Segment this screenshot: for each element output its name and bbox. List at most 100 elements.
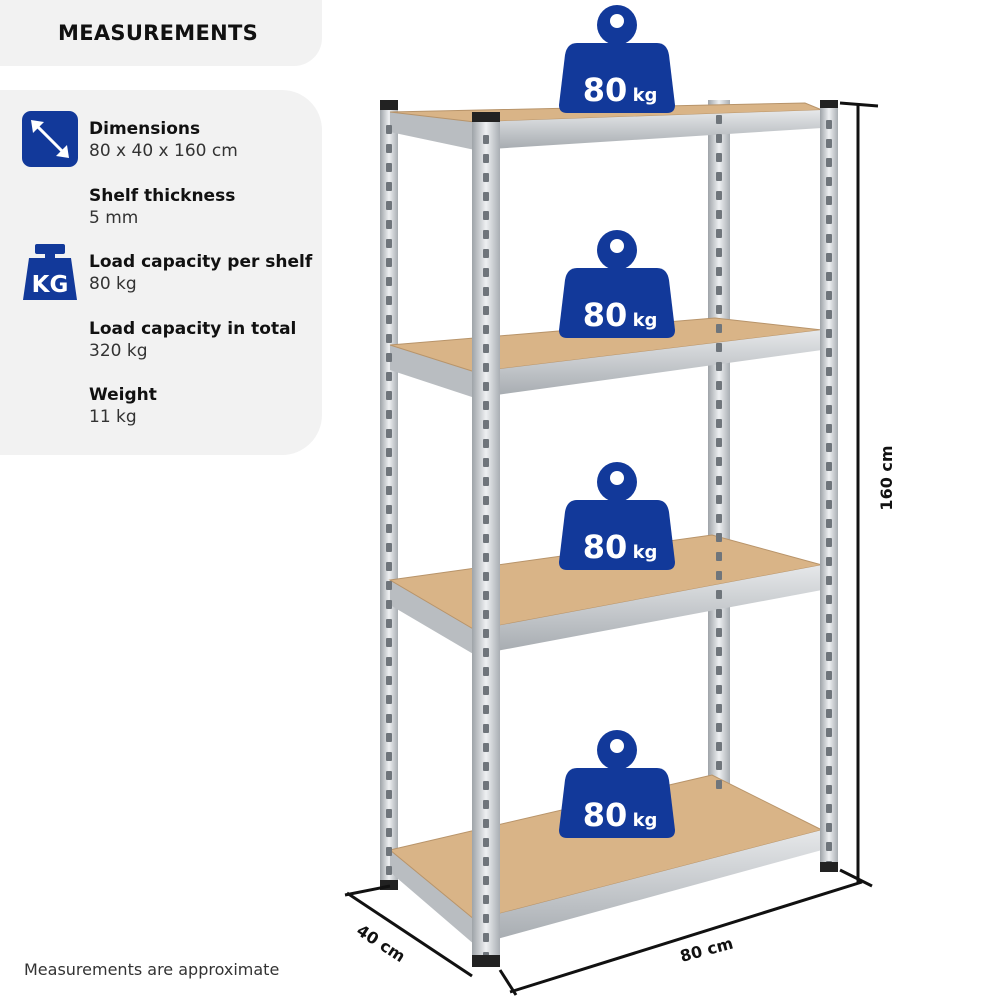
post-hole xyxy=(483,477,489,486)
post-hole xyxy=(826,576,832,585)
post-hole xyxy=(716,495,722,504)
post-hole xyxy=(483,420,489,429)
spec-value: 320 kg xyxy=(89,341,148,361)
shelf-beam xyxy=(475,565,822,655)
post-hole xyxy=(826,671,832,680)
post-hole xyxy=(483,287,489,296)
post-hole xyxy=(826,367,832,376)
post-hole xyxy=(826,785,832,794)
post-hole xyxy=(386,125,392,134)
post-hole xyxy=(826,196,832,205)
post-hole xyxy=(826,291,832,300)
spec-value: 80 x 40 x 160 cm xyxy=(89,141,238,161)
post-hole xyxy=(386,790,392,799)
post-hole xyxy=(386,182,392,191)
post-hole xyxy=(483,553,489,562)
post-hole xyxy=(716,590,722,599)
post-hole xyxy=(483,325,489,334)
post-hole xyxy=(386,828,392,837)
post-hole xyxy=(826,158,832,167)
post-hole xyxy=(826,747,832,756)
post-hole xyxy=(716,476,722,485)
post-hole xyxy=(386,486,392,495)
spec-value: 80 kg xyxy=(89,274,137,294)
post-hole xyxy=(826,766,832,775)
post-hole xyxy=(716,514,722,523)
kg-icon-text: KG xyxy=(32,272,69,298)
post-hole xyxy=(483,800,489,809)
post-hole xyxy=(386,505,392,514)
post-hole xyxy=(826,253,832,262)
post-hole xyxy=(386,467,392,476)
post-hole xyxy=(483,724,489,733)
post-hole xyxy=(826,804,832,813)
foot-cap xyxy=(820,100,838,108)
post-hole xyxy=(716,704,722,713)
post-hole xyxy=(483,439,489,448)
shelf-side xyxy=(390,850,475,945)
shelf-beam xyxy=(475,830,822,945)
post-hole xyxy=(386,809,392,818)
post-hole xyxy=(386,391,392,400)
post-hole xyxy=(716,685,722,694)
post-hole xyxy=(483,382,489,391)
load-number: 80 xyxy=(583,71,628,109)
post-hole xyxy=(716,267,722,276)
post-hole xyxy=(483,819,489,828)
foot-cap xyxy=(472,112,500,122)
load-unit: kg xyxy=(633,310,658,331)
post-hole xyxy=(826,272,832,281)
post-hole xyxy=(483,629,489,638)
post-hole xyxy=(716,761,722,770)
post-hole xyxy=(483,591,489,600)
kg-weight-icon: KG xyxy=(23,244,77,300)
post-hole xyxy=(483,249,489,258)
post-hole xyxy=(386,752,392,761)
post-hole xyxy=(483,135,489,144)
post-hole xyxy=(826,348,832,357)
load-number: 80 xyxy=(583,296,628,334)
post-hole xyxy=(826,120,832,129)
post-hole xyxy=(826,633,832,642)
post-hole xyxy=(826,519,832,528)
post-hole xyxy=(826,215,832,224)
post-hole xyxy=(483,895,489,904)
post-hole xyxy=(483,686,489,695)
post-hole xyxy=(386,315,392,324)
foot-cap xyxy=(472,955,500,967)
post-hole xyxy=(483,154,489,163)
post-hole xyxy=(386,220,392,229)
load-unit: kg xyxy=(633,85,658,106)
height-label: 160 cm xyxy=(877,445,896,510)
post-hole xyxy=(386,771,392,780)
post-hole xyxy=(826,424,832,433)
post-hole xyxy=(716,533,722,542)
shelf-beam xyxy=(475,330,822,398)
post-hole xyxy=(483,496,489,505)
load-number: 80 xyxy=(583,796,628,834)
post-hole xyxy=(716,229,722,238)
post-hole xyxy=(483,933,489,942)
post-hole xyxy=(826,329,832,338)
shelf-side xyxy=(390,112,475,150)
spec-label: Dimensions xyxy=(89,119,201,139)
post-hole xyxy=(483,458,489,467)
post-hole xyxy=(716,609,722,618)
post-hole xyxy=(716,381,722,390)
post-hole xyxy=(386,714,392,723)
post-hole xyxy=(386,296,392,305)
post-hole xyxy=(483,173,489,182)
post-hole xyxy=(386,638,392,647)
post-hole xyxy=(716,400,722,409)
post-hole xyxy=(483,401,489,410)
post-hole xyxy=(716,153,722,162)
post-hole xyxy=(826,139,832,148)
post-hole xyxy=(386,695,392,704)
post-hole xyxy=(826,538,832,547)
load-number: 80 xyxy=(583,528,628,566)
title-box: MEASUREMENTS xyxy=(0,0,322,66)
